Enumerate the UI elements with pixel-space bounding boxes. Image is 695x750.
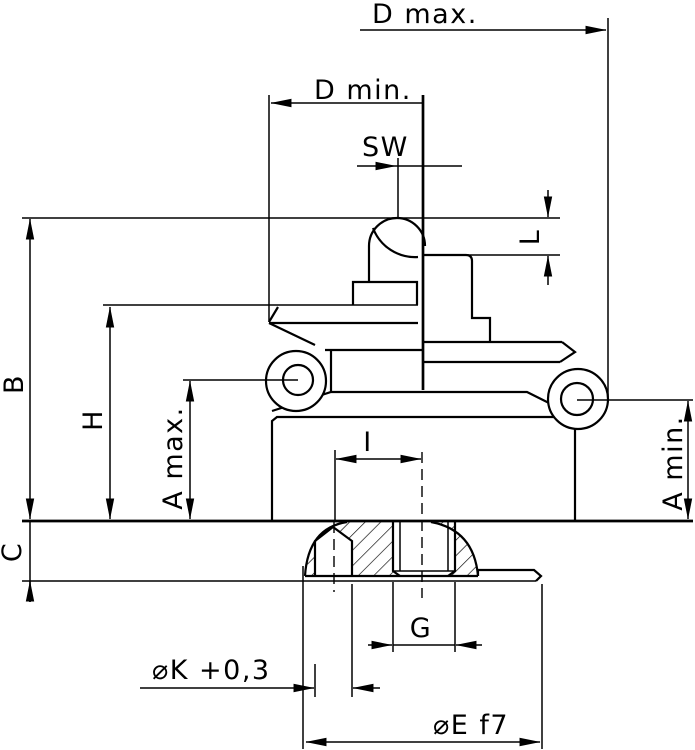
cap-right-curve [430,520,480,577]
rollers [183,349,693,431]
band-right-tip [559,341,577,363]
label-d-min: D min. [314,75,412,106]
k-hole [313,525,354,576]
right-steps [423,253,492,342]
ball-end [367,216,427,282]
part-outline [103,95,577,522]
label-i: I [363,427,372,458]
label-e-diameter: ⌀E f7 [433,710,509,741]
label-b: B [0,374,30,394]
g-hole-major [391,522,457,577]
flange-left-bevel [268,306,279,323]
label-g: G [410,613,432,644]
washer-tab [476,568,543,582]
extension-lines [22,18,693,749]
bottom-cap [22,452,543,598]
dimension-lines [25,25,693,747]
ball-equator-arc [371,227,419,259]
main-block [270,415,577,522]
label-a-min: A min. [658,415,689,511]
label-a-max: A max. [158,406,189,509]
g-hole-minor [393,522,455,572]
left-step [351,280,419,305]
dimension-labels: D max. D min. SW L B H A max. A min. C I… [0,0,689,741]
label-l: L [515,229,546,246]
label-d-max: D max. [372,0,478,30]
right-roller-inner [559,381,595,417]
label-sw: SW [362,132,409,163]
label-k-diameter: ⌀K +0,3 [152,655,271,686]
flange-roller-tangent [268,322,316,346]
section-hatching [305,522,478,576]
label-c: C [0,542,28,562]
label-h: H [78,409,109,431]
